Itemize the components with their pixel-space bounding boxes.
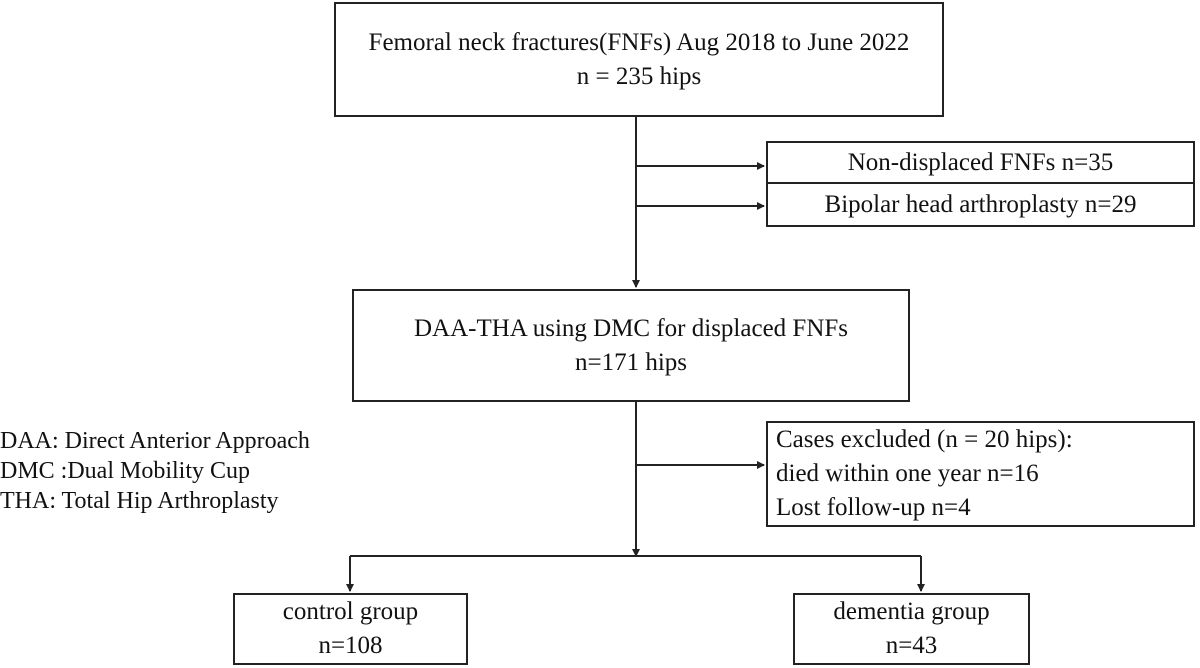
legend-tha: THA: Total Hip Arthroplasty bbox=[0, 488, 279, 514]
box-dementia-group: dementia group n=43 bbox=[793, 593, 1030, 665]
legend-daa: DAA: Direct Anterior Approach bbox=[0, 428, 310, 454]
dementia-label: dementia group bbox=[833, 598, 990, 625]
nondisplaced-label: Non-displaced FNFs n=35 bbox=[847, 148, 1114, 176]
fnf-count: n = 235 hips bbox=[576, 62, 702, 90]
box-cases-excluded: Cases excluded (n = 20 hips): died withi… bbox=[766, 421, 1195, 527]
control-count: n=108 bbox=[318, 632, 383, 659]
dementia-count: n=43 bbox=[885, 632, 938, 659]
fnf-title: Femoral neck fractures(FNFs) Aug 2018 to… bbox=[368, 28, 910, 56]
box-bipolar-head: Bipolar head arthroplasty n=29 bbox=[766, 182, 1195, 227]
box-daa-tha: DAA-THA using DMC for displaced FNFs n=1… bbox=[352, 289, 910, 402]
excluded-lost: Lost follow-up n=4 bbox=[776, 494, 971, 521]
bipolar-label: Bipolar head arthroplasty n=29 bbox=[824, 190, 1137, 218]
control-label: control group bbox=[282, 598, 419, 625]
excluded-died: died within one year n=16 bbox=[776, 460, 1039, 487]
legend-dmc: DMC :Dual Mobility Cup bbox=[0, 458, 251, 484]
box-control-group: control group n=108 bbox=[233, 593, 468, 665]
box-non-displaced: Non-displaced FNFs n=35 bbox=[766, 141, 1195, 184]
abbreviation-legend: DAA: Direct Anterior Approach DMC :Dual … bbox=[0, 426, 310, 516]
excluded-title: Cases excluded (n = 20 hips): bbox=[776, 426, 1073, 453]
daa-count: n=171 hips bbox=[574, 348, 688, 376]
daa-title: DAA-THA using DMC for displaced FNFs bbox=[413, 314, 849, 342]
box-femoral-neck-fractures: Femoral neck fractures(FNFs) Aug 2018 to… bbox=[334, 2, 944, 117]
